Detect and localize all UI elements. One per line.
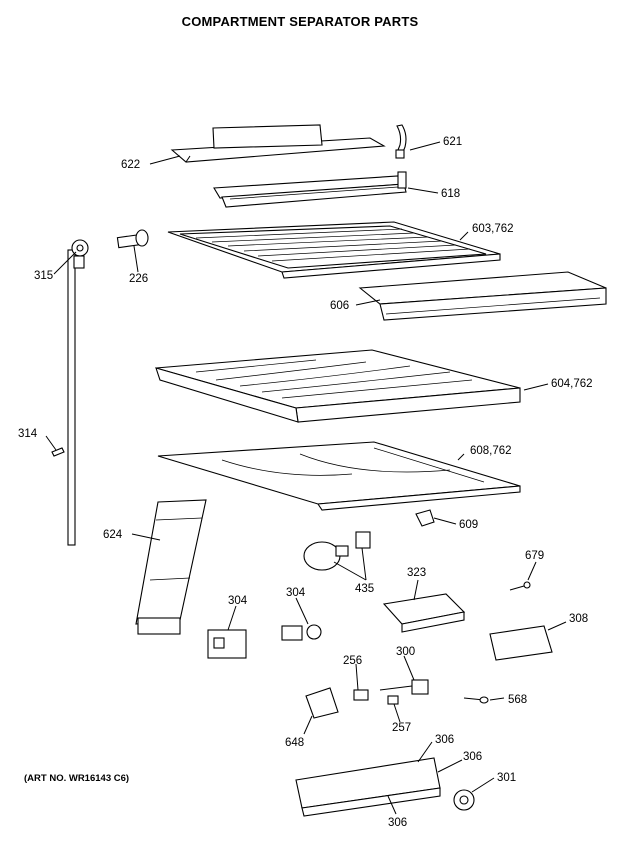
label-622: 622	[121, 159, 140, 171]
label-648: 648	[285, 737, 304, 749]
part-648-thermostat	[305, 687, 339, 719]
label-300: 300	[396, 646, 415, 658]
label-226: 226	[129, 273, 148, 285]
part-618-rail	[213, 171, 407, 208]
label-301: 301	[497, 772, 516, 784]
label-609: 609	[459, 519, 478, 531]
label-606: 606	[330, 300, 349, 312]
part-306-housing	[295, 757, 441, 817]
label-257: 257	[392, 722, 411, 734]
part-624-duct	[135, 499, 207, 635]
label-608-762: 608,762	[470, 445, 512, 457]
label-435: 435	[355, 583, 374, 595]
label-314: 314	[18, 428, 38, 440]
part-257-clip	[387, 695, 399, 705]
label-603-762: 603,762	[472, 223, 514, 235]
label-618: 618	[441, 188, 460, 200]
part-606-cover	[358, 271, 607, 321]
label-304-block: 304	[228, 595, 248, 607]
part-621-tube	[395, 124, 407, 159]
label-679: 679	[525, 550, 544, 562]
part-622-cover	[170, 124, 386, 163]
label-604-762: 604,762	[551, 378, 593, 390]
label-308: 308	[569, 613, 588, 625]
label-256: 256	[343, 655, 362, 667]
label-306-bottom: 306	[388, 817, 407, 829]
label-621: 621	[443, 136, 462, 148]
part-323-housing	[382, 593, 466, 633]
part-304-switch	[281, 624, 322, 641]
part-314-pin	[51, 447, 65, 457]
part-603-glass-shelf	[167, 221, 501, 279]
part-609-clip	[415, 509, 435, 527]
label-304-switch: 304	[286, 587, 306, 599]
part-435-bulb	[303, 541, 349, 571]
art-number: (ART NO. WR16143 C6)	[24, 773, 130, 784]
part-308-bracket	[489, 625, 553, 661]
part-315-rod	[67, 239, 89, 546]
part-300-switch	[379, 679, 429, 695]
part-568-screw	[463, 696, 489, 704]
label-315: 315	[34, 270, 53, 282]
label-306-top: 306	[435, 734, 454, 746]
part-679-screw	[509, 581, 531, 591]
label-568: 568	[508, 694, 527, 706]
part-301-knob	[453, 789, 475, 811]
part-256-connector	[353, 689, 369, 701]
part-435-socket	[355, 531, 371, 549]
part-226-knob	[116, 229, 149, 249]
part-304-block	[207, 629, 247, 659]
leader-lines	[45, 141, 567, 815]
part-604-separator	[155, 349, 521, 423]
label-306-right: 306	[463, 751, 482, 763]
page-title: COMPARTMENT SEPARATOR PARTS	[181, 14, 419, 29]
label-624: 624	[103, 529, 123, 541]
label-323: 323	[407, 567, 426, 579]
part-608-pan	[157, 441, 521, 511]
